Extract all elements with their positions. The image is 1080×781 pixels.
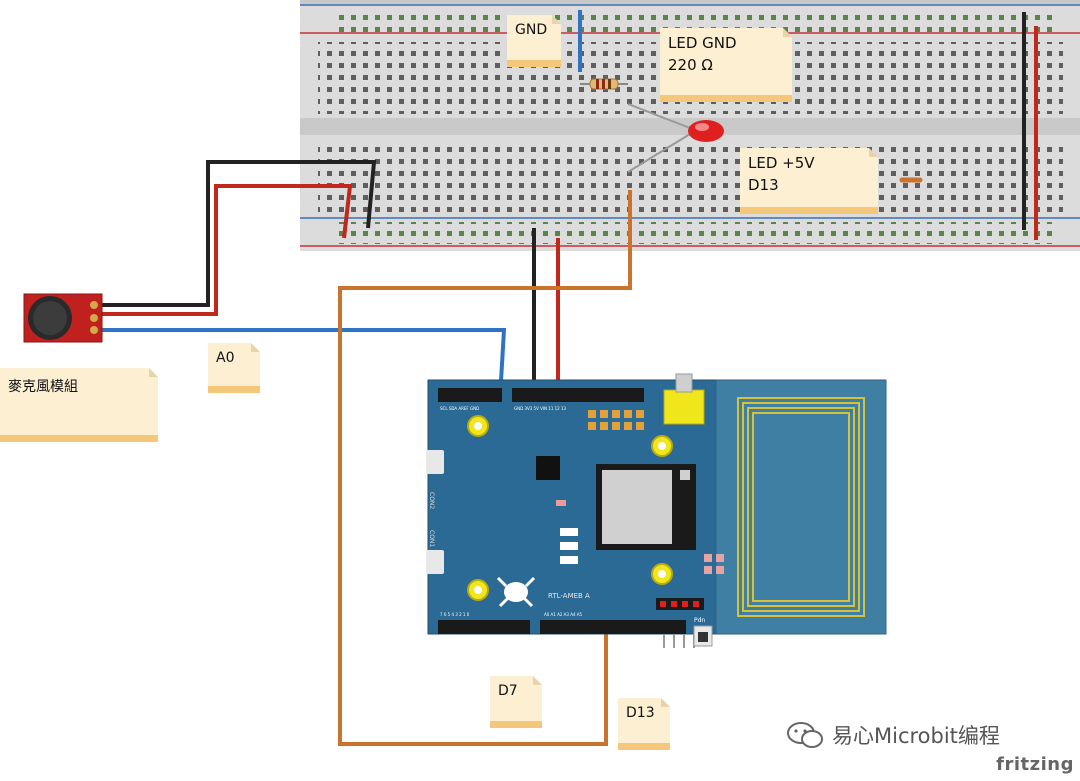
svg-text:A0 A1 A2 A3 A4 A5: A0 A1 A2 A3 A4 A5	[544, 612, 583, 617]
mic-wire-vcc[interactable]	[100, 184, 353, 316]
resistor-220-ohm[interactable]	[580, 78, 628, 90]
microphone-module[interactable]	[23, 293, 103, 343]
note-mic-module-text: 麥克風模組	[8, 379, 78, 395]
note-led-gnd: LED GND 220 Ω	[660, 28, 792, 102]
pdn-button-label: Pdn	[694, 617, 705, 624]
red-led[interactable]	[688, 120, 724, 142]
note-mic-module: 麥克風模組	[0, 368, 158, 442]
mic-wire-a0[interactable]	[100, 328, 507, 399]
ameba-board: GND 3V3 5V VIN 11 12 13 SCL SDA AREF GND…	[426, 373, 887, 648]
realtek-crab-logo	[496, 576, 536, 608]
svg-text:CON2: CON2	[428, 492, 435, 509]
mic-wire-gnd[interactable]	[100, 160, 377, 307]
watermark-text: 易心Microbit编程	[832, 724, 1000, 748]
note-d13: D13	[618, 698, 670, 750]
note-a0-text: A0	[216, 350, 235, 366]
fritzing-brand: fritzing	[996, 754, 1074, 775]
note-gnd: GND	[507, 15, 561, 67]
note-gnd-text: GND	[515, 22, 548, 38]
note-led-5v: LED +5V D13	[740, 148, 878, 214]
led-wire-d13[interactable]	[338, 190, 632, 746]
note-led-gnd-line2: 220 Ω	[668, 56, 713, 74]
wechat-icon	[787, 722, 823, 748]
note-d7-text: D7	[498, 683, 518, 699]
svg-text:GND 3V3 5V VIN 11 12 13: GND 3V3 5V VIN 11 12 13	[514, 406, 567, 411]
svg-text:7 6 5 4 3 2 1 0: 7 6 5 4 3 2 1 0	[440, 612, 470, 617]
note-led-gnd-line1: LED GND	[668, 34, 737, 52]
note-a0: A0	[208, 343, 260, 393]
note-d13-text: D13	[626, 705, 655, 721]
note-led-5v-line1: LED +5V	[748, 154, 815, 172]
note-led-5v-line2: D13	[748, 176, 779, 194]
wechat-watermark: 易心Microbit编程	[786, 720, 1000, 750]
note-d7: D7	[490, 676, 542, 728]
svg-text:SCL SDA AREF GND: SCL SDA AREF GND	[440, 406, 479, 411]
board-name: RTL-AMEB A	[548, 592, 590, 600]
svg-text:CON1: CON1	[428, 530, 435, 547]
